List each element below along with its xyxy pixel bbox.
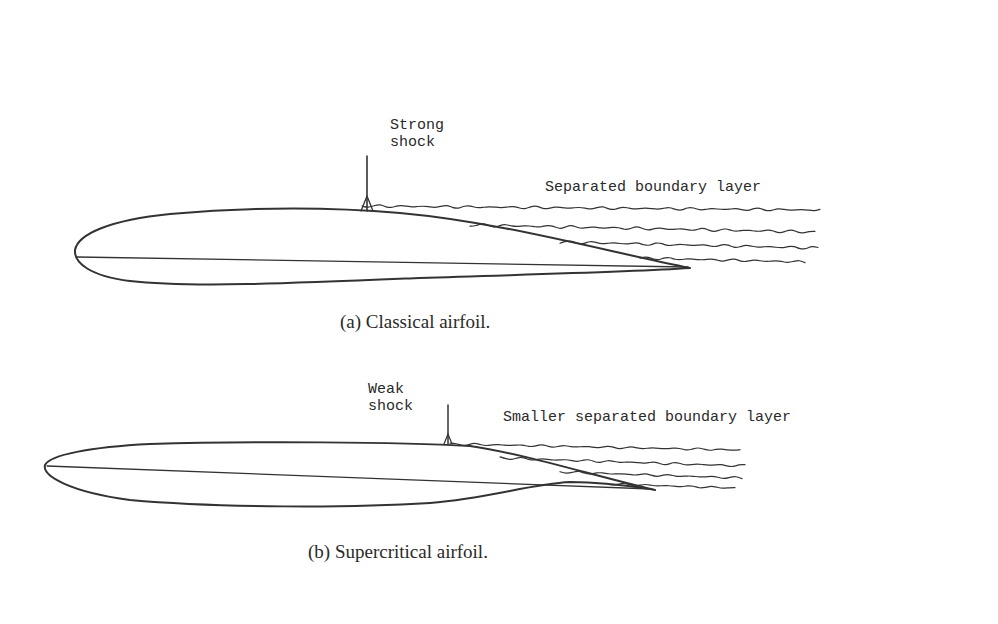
separated-flow-line: [450, 443, 740, 450]
separated-flow-line: [560, 471, 742, 478]
flow-label: Smaller separated boundary layer: [503, 410, 791, 427]
figure-caption: (a) Classical airfoil.: [340, 312, 490, 333]
shock-label: Strong shock: [390, 118, 450, 151]
classical-airfoil: [75, 209, 690, 285]
supercritical-airfoil: [45, 442, 655, 506]
shock-foot: [444, 434, 452, 444]
separated-flow-line: [560, 241, 818, 249]
weak-shock: [447, 405, 449, 444]
separated-flow-line: [610, 484, 735, 489]
shock-foot: [361, 196, 373, 211]
separated-flow-line: [500, 457, 745, 467]
chord-line: [47, 466, 652, 489]
flow-label: Separated boundary layer: [545, 180, 761, 197]
separated-flow-line: [470, 224, 815, 233]
separated-flow-line: [640, 257, 805, 263]
shock-label: Weak shock: [368, 382, 418, 415]
strong-shock: [366, 156, 368, 211]
chord-line: [77, 257, 688, 267]
separated-flow-line: [362, 205, 820, 211]
figure-caption: (b) Supercritical airfoil.: [308, 542, 488, 563]
